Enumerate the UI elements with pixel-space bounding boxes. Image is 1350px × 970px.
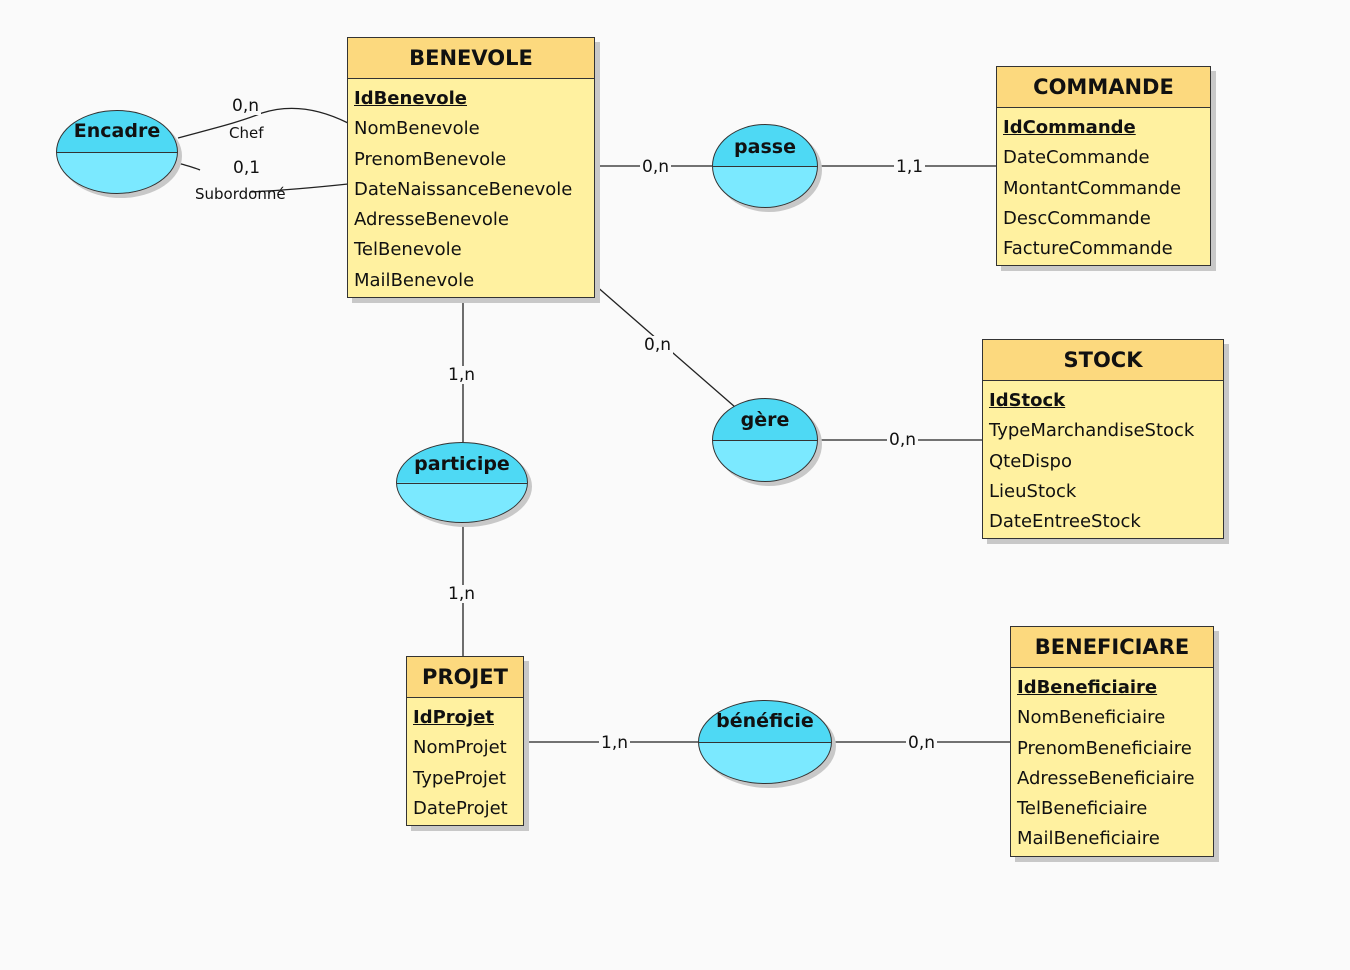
association-encadre[interactable]: Encadre [56, 110, 178, 194]
entity-title: PROJET [407, 657, 523, 698]
primary-key: IdBenevole [354, 88, 468, 109]
entity-benevole[interactable]: BENEVOLE IdBenevole NomBenevole PrenomBe… [347, 37, 595, 298]
attribute: AdresseBeneficiaire [1017, 767, 1195, 789]
attribute: TypeMarchandiseStock [989, 420, 1195, 442]
association-label: gère [740, 409, 790, 431]
attribute: FactureCommande [1003, 238, 1173, 260]
attribute: NomBeneficiaire [1017, 707, 1166, 729]
cardinality-label: 0,n [230, 96, 261, 116]
cardinality-label: 1,n [446, 365, 477, 385]
attribute: QteDispo [989, 450, 1072, 472]
attribute: DateNaissanceBenevole [354, 178, 573, 200]
cardinality-label: 0,n [887, 430, 918, 450]
attribute-list: IdCommande DateCommande MontantCommande … [997, 108, 1210, 268]
cardinality-label: 1,n [599, 733, 630, 753]
cardinality-label: 0,n [906, 733, 937, 753]
attribute: MailBenevole [354, 269, 475, 291]
association-label: Encadre [73, 120, 161, 142]
attribute: NomProjet [413, 737, 507, 759]
primary-key: IdStock [989, 390, 1066, 411]
cardinality-label: 0,n [640, 157, 671, 177]
attribute: PrenomBeneficiaire [1017, 737, 1192, 759]
link-encadre-sub-2 [249, 183, 349, 193]
attribute: TelBeneficiaire [1017, 798, 1148, 820]
primary-key: IdCommande [1003, 117, 1136, 138]
role-label-subordonne: Subordonné [195, 185, 286, 203]
association-label: bénéficie [716, 710, 814, 732]
cardinality-label: 1,1 [894, 157, 926, 177]
attribute: TelBenevole [354, 239, 462, 261]
cardinality-label: 0,n [642, 335, 673, 355]
link-encadre-chef [177, 107, 349, 139]
entity-title: COMMANDE [997, 67, 1210, 108]
attribute: DescCommande [1003, 207, 1151, 229]
attribute-list: IdProjet NomProjet TypeProjet DateProjet [407, 698, 523, 828]
entity-commande[interactable]: COMMANDE IdCommande DateCommande Montant… [996, 66, 1211, 266]
entity-beneficiare[interactable]: BENEFICIARE IdBeneficiaire NomBeneficiai… [1010, 626, 1214, 857]
entity-title: BENEFICIARE [1011, 627, 1213, 668]
association-label: passe [734, 136, 796, 158]
attribute: AdresseBenevole [354, 209, 509, 231]
association-gere[interactable]: gère [712, 398, 818, 482]
primary-key: IdProjet [413, 707, 494, 728]
attribute: PrenomBenevole [354, 148, 507, 170]
attribute-list: IdBenevole NomBenevole PrenomBenevole Da… [348, 79, 594, 300]
association-label: participe [414, 453, 510, 475]
association-participe[interactable]: participe [396, 442, 528, 523]
association-beneficie[interactable]: bénéficie [698, 700, 832, 784]
entity-title: BENEVOLE [348, 38, 594, 79]
entity-projet[interactable]: PROJET IdProjet NomProjet TypeProjet Dat… [406, 656, 524, 826]
primary-key: IdBeneficiaire [1017, 677, 1158, 698]
association-passe[interactable]: passe [712, 124, 818, 208]
link-encadre-sub [177, 162, 201, 171]
attribute: DateCommande [1003, 147, 1150, 169]
attribute: MontantCommande [1003, 177, 1182, 199]
attribute: NomBenevole [354, 118, 480, 140]
attribute: MailBeneficiaire [1017, 828, 1160, 850]
entity-title: STOCK [983, 340, 1223, 381]
attribute: LieuStock [989, 480, 1077, 502]
entity-stock[interactable]: STOCK IdStock TypeMarchandiseStock QteDi… [982, 339, 1224, 539]
attribute-list: IdStock TypeMarchandiseStock QteDispo Li… [983, 381, 1223, 541]
cardinality-label: 0,1 [231, 158, 263, 178]
attribute-list: IdBeneficiaire NomBeneficiaire PrenomBen… [1011, 668, 1213, 859]
attribute: DateEntreeStock [989, 511, 1141, 533]
attribute: DateProjet [413, 797, 508, 819]
attribute: TypeProjet [413, 767, 507, 789]
role-label-chef: Chef [229, 124, 264, 142]
cardinality-label: 1,n [446, 584, 477, 604]
